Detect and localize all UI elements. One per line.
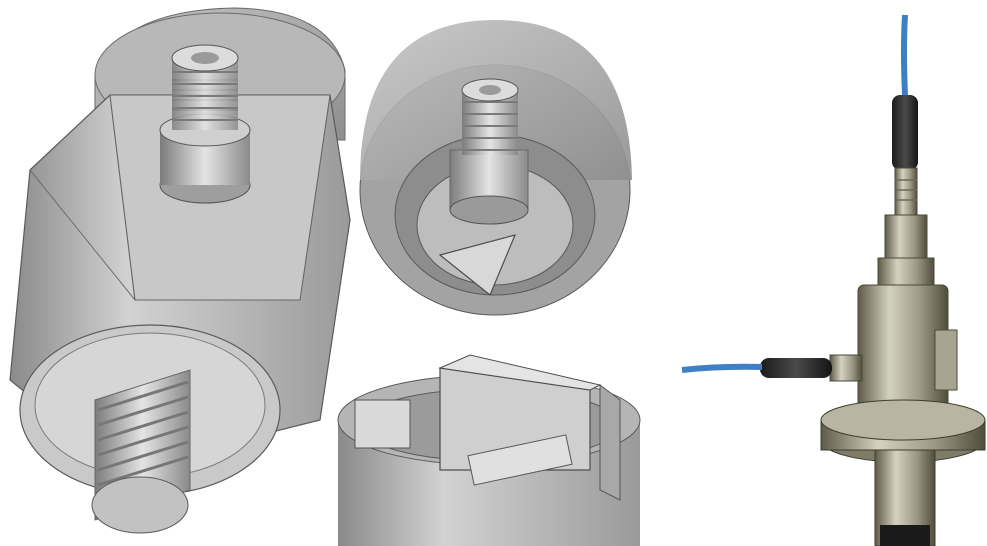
sensor-installed-photo [681, 14, 986, 546]
sensor-cutaway-cad [337, 354, 641, 546]
sensor-isometric-cad [9, 7, 351, 534]
sensor-rear-cad [359, 20, 632, 316]
